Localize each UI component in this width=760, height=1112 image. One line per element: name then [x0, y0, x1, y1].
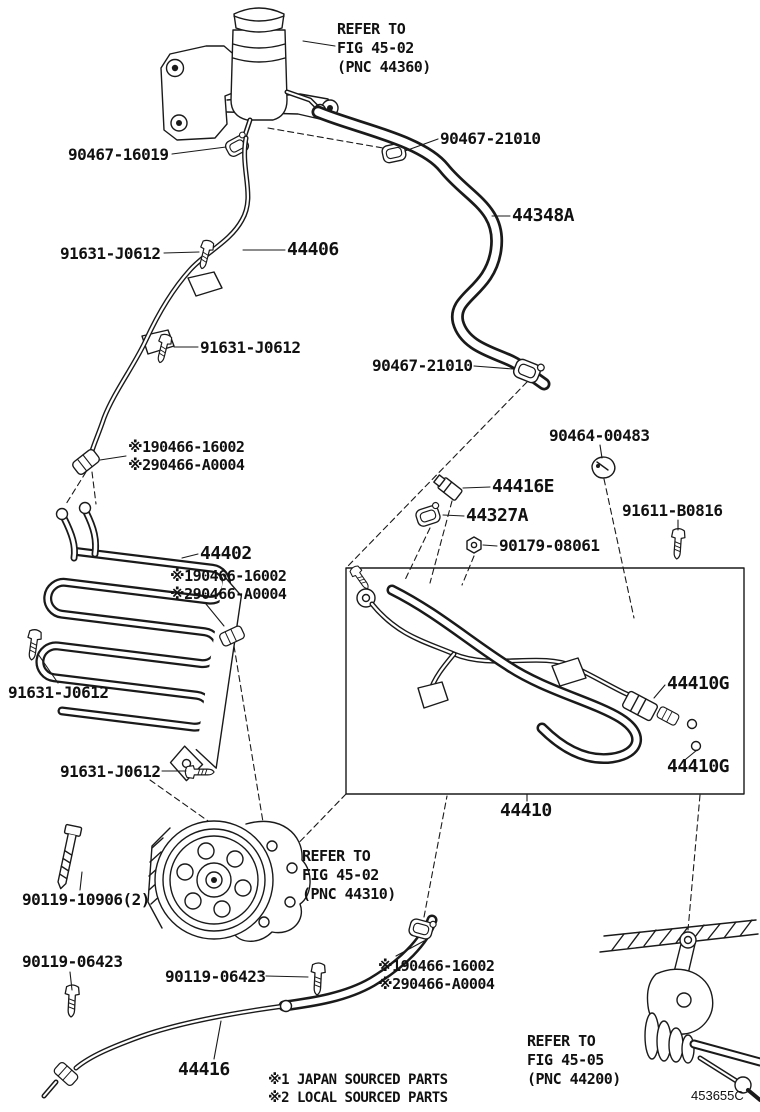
cooler-44402-drawing	[35, 501, 243, 782]
return-tube-44416-drawing	[41, 914, 438, 1099]
bolt-90119-10906-drawing	[57, 823, 83, 890]
clamp-90467-16019-drawing	[222, 130, 253, 159]
label-fitting-44410g-b: 44410G	[667, 756, 730, 777]
assembly-dashed-lines	[65, 127, 701, 931]
label-bolt-91631-b: 91631-J0612	[200, 338, 301, 357]
steering-gear-drawing	[599, 919, 760, 1102]
label-bolt-91631-d: 91631-J0612	[60, 762, 161, 781]
label-bolt-91611-b0816: 91611-B0816	[622, 501, 723, 520]
label-bolt-90119-10906: 90119-10906(2)	[22, 890, 150, 909]
hose-44348a-drawing	[311, 105, 551, 391]
refer-note-line: FIG 45-02	[302, 866, 379, 884]
note-line: ※190466-16002	[378, 957, 495, 975]
label-hose-44348a: 44348A	[512, 205, 575, 226]
label-tube-44406: 44406	[287, 239, 339, 260]
footnotes: ※1 JAPAN SOURCED PARTS ※2 LOCAL SOURCED …	[268, 1071, 448, 1107]
refer-note-line: (PNC 44360)	[337, 58, 431, 76]
refer-note-line: REFER TO	[302, 847, 371, 865]
bolt-91631-a-drawing	[195, 238, 216, 271]
clamp-44327a-drawing	[413, 501, 445, 529]
label-clip-90464-00483: 90464-00483	[549, 426, 650, 445]
note-line: ※290466-A0004	[170, 585, 287, 603]
tube-44406-drawing	[87, 135, 251, 461]
label-clamp-90467-16019: 90467-16019	[68, 145, 169, 164]
pressure-tube-44410-drawing	[345, 563, 745, 795]
note-line: ※290466-A0004	[378, 975, 495, 993]
label-clamp-44327a: 44327A	[466, 505, 529, 526]
label-clamp-90467-21010-top: 90467-21010	[440, 129, 541, 148]
nut-90179-drawing	[466, 536, 482, 554]
label-bolt-91631-c: 91631-J0612	[8, 683, 109, 702]
note-line: ※190466-16002	[170, 567, 287, 585]
note-union-b: ※190466-16002 ※290466-A0004	[170, 567, 287, 603]
refer-note-reservoir: REFER TO FIG 45-02 (PNC 44360)	[337, 20, 431, 77]
label-nut-90179-08061: 90179-08061	[499, 536, 600, 555]
clip-90464-drawing	[591, 456, 616, 479]
label-tube-44416: 44416	[178, 1059, 230, 1080]
note-line: ※290466-A0004	[128, 456, 245, 474]
label-bolt-90119-06423-b: 90119-06423	[165, 967, 266, 986]
doc-code: 453655C	[691, 1088, 744, 1103]
refer-note-line: (PNC 44310)	[302, 885, 396, 903]
label-clamp-90467-21010-mid: 90467-21010	[372, 356, 473, 375]
refer-note-pump: REFER TO FIG 45-02 (PNC 44310)	[302, 847, 396, 904]
label-fitting-44416e: 44416E	[492, 476, 555, 497]
note-union-c: ※190466-16002 ※290466-A0004	[378, 957, 495, 993]
note-union-a: ※190466-16002 ※290466-A0004	[128, 438, 245, 474]
bolt-90119-06423-b-drawing	[309, 961, 327, 997]
reservoir-drawing	[160, 7, 339, 141]
refer-note-line: REFER TO	[527, 1032, 596, 1050]
refer-note-line: FIG 45-02	[337, 39, 414, 57]
fitting-44416e-drawing	[433, 474, 463, 501]
refer-note-line: (PNC 44200)	[527, 1070, 621, 1088]
label-cooler-44402: 44402	[200, 543, 252, 564]
refer-note-line: FIG 45-05	[527, 1051, 604, 1069]
union-190466-a-drawing	[70, 447, 102, 477]
label-bolt-90119-06423-a: 90119-06423	[22, 952, 123, 971]
refer-note-line: REFER TO	[337, 20, 406, 38]
label-tube-44410: 44410	[500, 800, 552, 821]
pump-drawing	[147, 820, 311, 942]
note-line: ※190466-16002	[128, 438, 245, 456]
footnote-local-sourced: ※2 LOCAL SOURCED PARTS	[268, 1090, 448, 1106]
footnote-japan-sourced: ※1 JAPAN SOURCED PARTS	[268, 1072, 448, 1088]
label-bolt-91631-a: 91631-J0612	[60, 244, 161, 263]
leader-lines	[37, 40, 698, 1060]
bolt-91611-drawing	[669, 527, 687, 561]
refer-note-gear: REFER TO FIG 45-05 (PNC 44200)	[527, 1032, 621, 1089]
label-fitting-44410g-a: 44410G	[667, 673, 730, 694]
